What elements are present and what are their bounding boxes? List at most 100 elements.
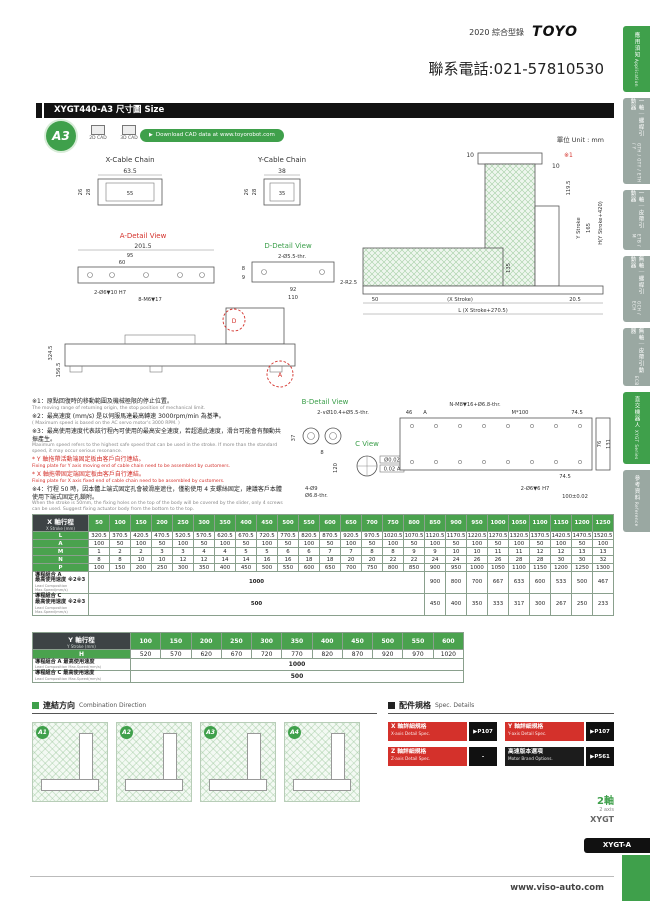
- sidebar-tab-label-en: ETB / M: [631, 234, 642, 248]
- sidebar-tab-label-en: GCH / ECH: [631, 300, 642, 315]
- speed-value-cell: 317: [508, 592, 530, 616]
- value-cell: 5: [256, 547, 278, 556]
- stroke-header-cell: 100: [109, 514, 131, 532]
- speed-value-cell: 333: [487, 592, 509, 616]
- value-cell: 8: [88, 555, 110, 564]
- stroke-header-cell: 350: [214, 514, 236, 532]
- stroke-header-cell: 100: [129, 632, 162, 650]
- download-cad-button[interactable]: ▶Download CAD data at www.toyorobot.com: [140, 129, 284, 142]
- combination-thumb-a3: A3: [200, 722, 276, 802]
- speed-value-cell: 800: [445, 571, 467, 594]
- dim: 8: [242, 266, 245, 272]
- value-cell: 12: [193, 555, 215, 564]
- x-cable-chain-title: X-Cable Chain: [105, 156, 154, 164]
- value-cell: 650: [319, 563, 341, 572]
- sidebar-tab-label-cn: 直交機器人: [633, 396, 640, 429]
- value-cell: 970.5: [361, 531, 383, 540]
- dim: 74.5: [571, 410, 583, 416]
- dim: N-M8▼16+Ø6.8-thr.: [449, 401, 501, 408]
- stroke-header-cell: 1200: [571, 514, 593, 532]
- thumb-x-axis: [41, 779, 99, 791]
- dim: 100±0.02: [562, 494, 588, 500]
- d-detail-title: D-Detail View: [264, 242, 312, 250]
- combination-thumb-a4: A4: [284, 722, 360, 802]
- value-cell: 920: [372, 649, 404, 659]
- spec-page-ref[interactable]: ▶P107: [586, 722, 614, 741]
- spec-page-ref[interactable]: ▶P107: [469, 722, 497, 741]
- value-cell: 50: [403, 539, 425, 548]
- value-cell: 50: [445, 539, 467, 548]
- value-cell: 30: [571, 555, 593, 564]
- stroke-header-cell: 550: [402, 632, 434, 650]
- dim: 95: [127, 253, 134, 259]
- dim: (X Stroke): [447, 297, 473, 303]
- value-cell: 520: [129, 649, 162, 659]
- value-cell: 24: [445, 555, 467, 564]
- thumb-x-axis: [293, 779, 351, 791]
- spec-header: 配件規格 Spec. Details: [388, 700, 614, 714]
- combination-title-cn: 連結方向: [43, 701, 75, 710]
- dim: 20.5: [569, 297, 581, 303]
- dim: 2-Ø6▼6 H7: [521, 485, 550, 492]
- value-cell: 10: [151, 555, 173, 564]
- model-tab[interactable]: XYGT-A: [584, 838, 650, 853]
- catalog-year: 2020 綜合型錄: [469, 27, 525, 37]
- value-cell: 1470.5: [571, 531, 593, 540]
- value-cell: 20: [340, 555, 362, 564]
- value-cell: 320.5: [88, 531, 110, 540]
- cad-icons: 2D CAD 3D CAD: [86, 125, 141, 141]
- value-cell: 500: [256, 563, 278, 572]
- series-label: XYGT: [590, 815, 614, 824]
- value-cell: 16: [277, 555, 299, 564]
- dimension-drawing-detail: B-Detail View 2-∨Ø10.4+Ø5.5-thr. 37 8 12…: [291, 398, 612, 500]
- c-view-title: C View: [355, 440, 379, 448]
- cad-2d-icon[interactable]: 2D CAD: [86, 125, 110, 141]
- stroke-header-cell: 150: [160, 632, 192, 650]
- stroke-header-cell: 500: [277, 514, 299, 532]
- cad-3d-icon[interactable]: 3D CAD: [117, 125, 141, 141]
- value-cell: 670.5: [235, 531, 257, 540]
- value-cell: 8: [382, 547, 404, 556]
- sidebar-tab-label-cn: 無軸｜螺桿引動器: [629, 256, 644, 295]
- dim: 156.5: [56, 363, 62, 378]
- dim: 165: [586, 223, 592, 233]
- website: www.viso-auto.com: [510, 883, 604, 893]
- value-cell: 670: [220, 649, 253, 659]
- stroke-header-cell: 250: [220, 632, 253, 650]
- spec-page-ref[interactable]: ▶P561: [586, 747, 614, 766]
- dim: H(Y Stroke+420): [598, 201, 604, 245]
- value-cell: 8: [109, 555, 131, 564]
- value-cell: 1120.5: [424, 531, 446, 540]
- value-cell: 1100: [508, 563, 530, 572]
- value-cell: 50: [235, 539, 257, 548]
- stroke-header-cell: 550: [298, 514, 320, 532]
- value-cell: 1070.5: [403, 531, 425, 540]
- dim: M*100: [512, 410, 529, 416]
- row-label: A: [32, 539, 89, 548]
- dim: 324.5: [48, 346, 54, 361]
- value-cell: 14: [214, 555, 236, 564]
- value-cell: 18: [319, 555, 341, 564]
- sidebar-tab-label-cn: 應用須知: [633, 31, 640, 58]
- spec-page-ref[interactable]: -: [469, 747, 497, 766]
- value-cell: 1020: [432, 649, 465, 659]
- dim: 38: [278, 168, 286, 175]
- sidebar-tab-4[interactable]: 無軸｜螺桿引動器 GCH / ECH: [623, 256, 650, 322]
